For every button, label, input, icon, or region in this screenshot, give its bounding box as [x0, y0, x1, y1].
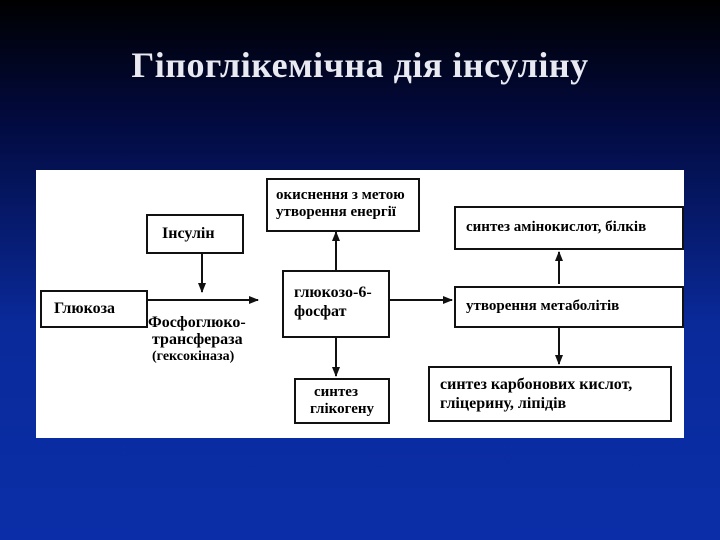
node-carboxylic-acids: синтез карбонових кислот, гліцерину, ліп… [428, 366, 672, 422]
node-g6p-line1: глюкозо-6- [294, 284, 372, 301]
node-metabolites-label: утворення метаболітів [466, 298, 620, 314]
slide-title: Гіпоглікемічна дія інсуліну [131, 45, 589, 85]
node-glucose: Глюкоза [40, 290, 148, 328]
node-metabolites: утворення метаболітів [454, 286, 684, 328]
node-oxidation-line2: утворення енергії [276, 204, 396, 220]
node-oxidation-line1: окиснення з метою [276, 187, 405, 203]
node-amino-acids: синтез амінокислот, білків [454, 206, 684, 250]
node-oxidation: окиснення з метою утворення енергії [266, 178, 420, 232]
diagram-panel: Глюкоза Інсулін Фосфоглюко- трансфераза … [36, 170, 684, 438]
diagram-arrows [148, 231, 563, 377]
node-amino-label: синтез амінокислот, білків [466, 219, 647, 235]
node-glycogen-line2: глікогену [310, 401, 374, 417]
node-carboxylic-line2: гліцерину, ліпідів [440, 395, 567, 412]
label-enzyme-line1: Фосфоглюко- [148, 314, 246, 331]
node-insulin: Інсулін [146, 214, 244, 254]
node-glycogen-line1: синтез [314, 384, 358, 400]
label-enzyme: Фосфоглюко- трансфераза (гексокіназа) [148, 314, 268, 365]
node-g6p-line2: фосфат [294, 303, 347, 320]
node-glucose-label: Глюкоза [54, 300, 116, 317]
label-enzyme-line2: трансфераза [152, 331, 243, 348]
node-glucose-6-phosphate: глюкозо-6- фосфат [282, 270, 390, 338]
node-carboxylic-line1: синтез карбонових кислот, [440, 376, 633, 393]
label-enzyme-line3: (гексокіназа) [152, 349, 235, 364]
node-glycogen: синтез глікогену [294, 378, 390, 424]
node-insulin-label: Інсулін [162, 225, 215, 242]
